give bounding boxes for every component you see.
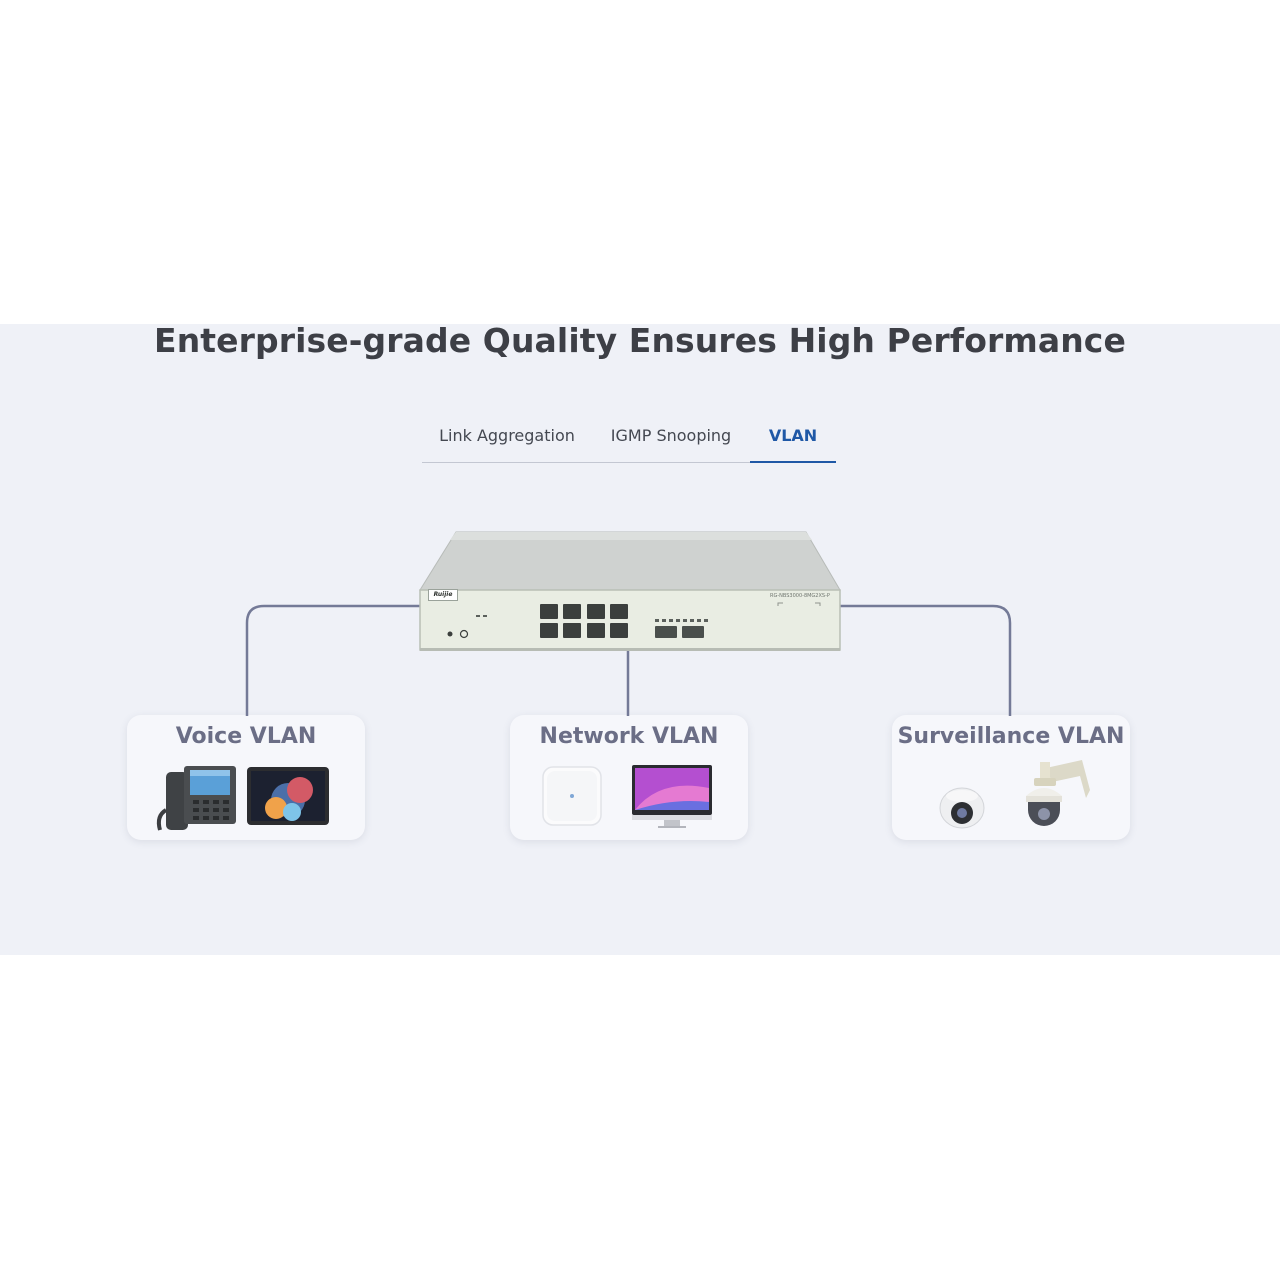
wireless-access-point-icon — [542, 766, 602, 826]
sfp-ports — [655, 626, 704, 638]
tablet-icon — [247, 767, 329, 825]
feature-tabs: Link Aggregation IGMP Snooping VLAN — [422, 412, 836, 463]
section-title: Enterprise-grade Quality Ensures High Pe… — [154, 321, 1126, 360]
tab-link-aggregation[interactable]: Link Aggregation — [439, 426, 575, 445]
ip-phone-icon — [156, 766, 236, 831]
card-surveillance-vlan: Surveillance VLAN — [892, 715, 1130, 840]
tab-vlan-label: VLAN — [768, 426, 818, 445]
card-voice-vlan-title: Voice VLAN — [175, 724, 317, 749]
switch-model-label: RG-NBS3000-8MG2XS-P — [770, 593, 830, 599]
switch-front-panel — [419, 589, 841, 651]
connector-lines — [245, 604, 1012, 716]
active-tab-underline — [750, 461, 836, 463]
status-leds — [476, 615, 708, 622]
connector-surveillance — [838, 604, 1012, 716]
tabs-divider — [422, 462, 836, 463]
led-mode-button — [459, 629, 469, 639]
tab-vlan[interactable]: VLAN — [750, 412, 836, 463]
desktop-monitor-icon — [632, 765, 712, 828]
dome-camera-icon — [939, 787, 985, 829]
ptz-camera-icon — [1026, 760, 1090, 826]
reset-button — [447, 631, 453, 637]
card-surveillance-vlan-title: Surveillance VLAN — [897, 724, 1125, 749]
switch-top-panel — [419, 531, 841, 591]
switch-brand-logo: Ruijie — [428, 589, 458, 601]
tab-igmp-snooping[interactable]: IGMP Snooping — [610, 426, 732, 445]
rj45-ports — [540, 604, 628, 638]
connector-voice — [245, 604, 420, 716]
card-network-vlan-title: Network VLAN — [539, 724, 719, 749]
network-switch — [419, 531, 841, 651]
